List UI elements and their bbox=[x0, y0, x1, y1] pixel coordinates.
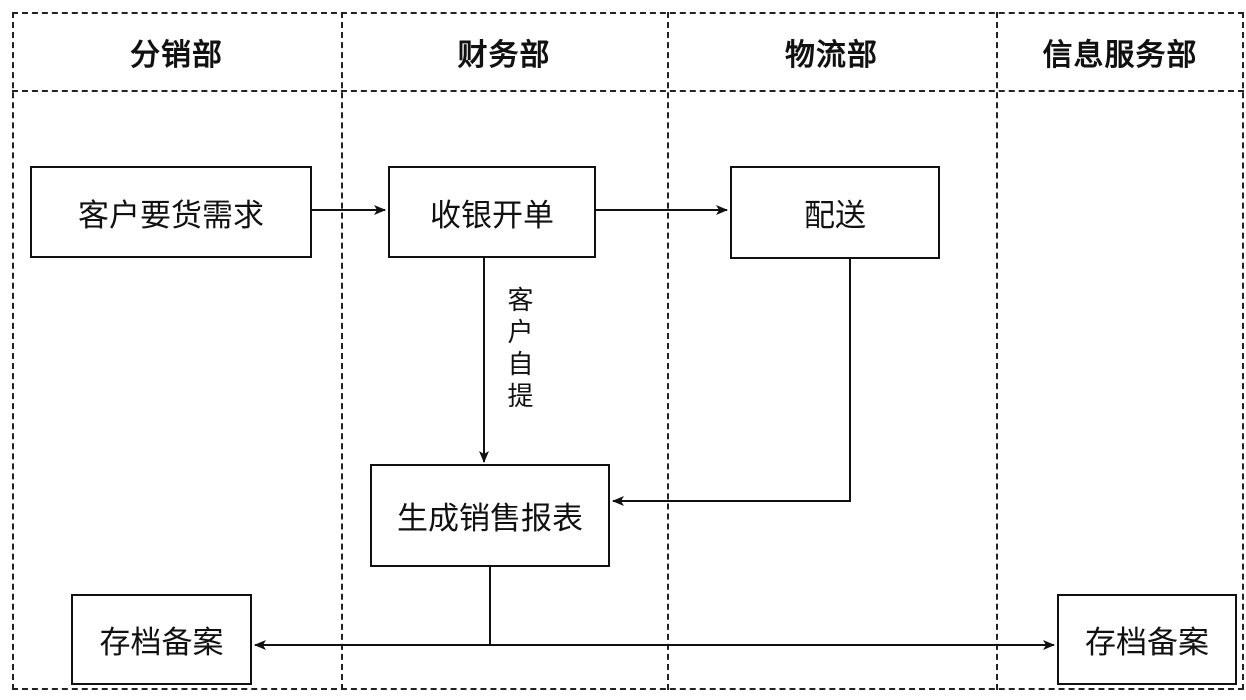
swimlane-frame bbox=[12, 12, 1244, 690]
lane-divider-2 bbox=[667, 12, 669, 690]
lane-header-logistics: 物流部 bbox=[785, 38, 878, 73]
header-divider bbox=[12, 90, 1244, 92]
node-customer-demand: 客户要货需求 bbox=[30, 166, 312, 258]
node-checkout: 收银开单 bbox=[388, 166, 596, 258]
lane-header-finance: 财务部 bbox=[457, 38, 551, 73]
lane-divider-3 bbox=[996, 12, 998, 690]
lane-divider-1 bbox=[341, 12, 343, 690]
lane-header-info-service: 信息服务部 bbox=[1042, 38, 1198, 73]
edge-label-self-pickup: 客户自提 bbox=[503, 286, 533, 414]
edge-delivery-to-report bbox=[612, 259, 851, 506]
node-sales-report: 生成销售报表 bbox=[370, 464, 610, 567]
lane-header-distribution: 分销部 bbox=[130, 38, 223, 73]
node-archive-left: 存档备案 bbox=[71, 594, 252, 685]
node-delivery: 配送 bbox=[730, 166, 940, 259]
node-archive-right: 存档备案 bbox=[1057, 594, 1237, 685]
